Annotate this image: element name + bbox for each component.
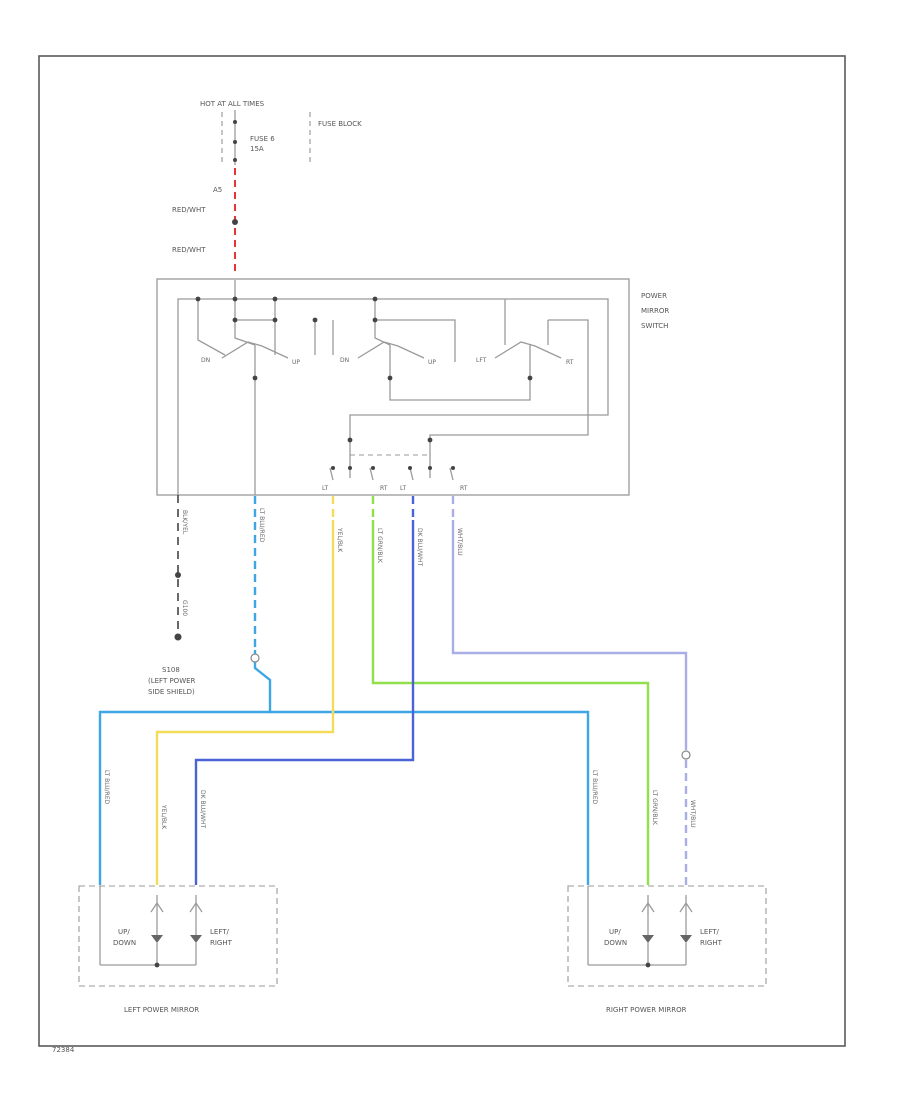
left-mirror-title: LEFT POWER MIRROR [124, 1006, 199, 1014]
diagram-frame [38, 55, 846, 1047]
splice-line3: SIDE SHIELD) [148, 688, 195, 696]
fuse-rating: 15A [250, 145, 264, 153]
wire-white: WHT/BLU [451, 496, 691, 885]
ground-wire-label: BLK/YEL [181, 510, 188, 535]
contact-up-1: UP [292, 359, 300, 366]
right-power-mirror: LT BLU/RED LT GRN/BLK WHT/BLU UP/ DOWN L… [567, 770, 767, 1014]
left-mirror-updown-1: UP/ [118, 928, 130, 936]
splice-id: S108 [162, 666, 180, 674]
left-power-mirror: LT BLU/RED YEL/BLK DK BLU/WHT UP/ DOWN L… [78, 770, 278, 1014]
left-mirror-lr-2: RIGHT [210, 939, 233, 947]
right-mirror-title: RIGHT POWER MIRROR [606, 1006, 687, 1014]
contact-dn-1: DN [201, 357, 210, 364]
splice-line2: (LEFT POWER [148, 677, 196, 685]
left-mirror-wire-a: LT BLU/RED [103, 770, 110, 805]
ground-circuit: BLK/YEL G100 [174, 495, 188, 641]
wire-green: LT GRN/BLK [371, 496, 650, 885]
contact-rt: RT [566, 359, 574, 366]
switch-out-lt-2: LT [400, 485, 407, 492]
switch-out-lt: LT [322, 485, 329, 492]
green-wire-label: LT GRN/BLK [376, 528, 383, 564]
switch-out-rt: RT [380, 485, 388, 492]
lt-blue-wire-label: LT BLU/RED [258, 508, 265, 543]
contact-dn-2: DN [340, 357, 349, 364]
switch-title-1: POWER [641, 292, 667, 300]
right-mirror-updown-2: DOWN [604, 939, 627, 947]
contact-lft: LFT [476, 357, 487, 364]
fuse-label: FUSE 6 [250, 135, 275, 143]
yellow-wire-label: YEL/BLK [336, 527, 343, 553]
right-mirror-updown-1: UP/ [609, 928, 621, 936]
feed-wire-label-1: RED/WHT [172, 206, 206, 214]
right-mirror-wire-c: WHT/BLU [689, 800, 696, 828]
right-mirror-lr-1: LEFT/ [700, 928, 720, 936]
switch-title-2: MIRROR [641, 307, 669, 315]
power-mirror-switch: POWER MIRROR SWITCH DN UP [156, 278, 669, 496]
splice-s108: S108 (LEFT POWER SIDE SHIELD) [148, 666, 196, 696]
wire-dk-blue: DK BLU/WHT [194, 496, 423, 885]
wire-lt-blue: LT BLU/RED [98, 496, 590, 885]
left-mirror-updown-2: DOWN [113, 939, 136, 947]
left-mirror-wire-c: DK BLU/WHT [199, 790, 206, 828]
fuse-block-label: FUSE BLOCK [318, 120, 362, 128]
dk-blue-wire-label: DK BLU/WHT [416, 528, 423, 566]
fuse-block: HOT AT ALL TIMES FUSE 6 15A FUSE BLOCK [200, 100, 362, 165]
left-mirror-lr-1: LEFT/ [210, 928, 230, 936]
switch-title-3: SWITCH [641, 322, 668, 330]
feed-wire: A5 RED/WHT RED/WHT [172, 168, 238, 272]
ground-ref-label: G100 [181, 600, 188, 616]
right-mirror-wire-a: LT BLU/RED [591, 770, 598, 805]
switch-out-rt-2: RT [460, 485, 468, 492]
right-mirror-wire-b: LT GRN/BLK [651, 790, 658, 826]
connector-a5-label: A5 [213, 186, 222, 194]
figure-id: 72384 [52, 1046, 75, 1054]
right-mirror-lr-2: RIGHT [700, 939, 723, 947]
left-mirror-wire-b: YEL/BLK [160, 804, 167, 830]
feed-wire-label-2: RED/WHT [172, 246, 206, 254]
hot-at-all-times-label: HOT AT ALL TIMES [200, 100, 265, 108]
contact-up-2: UP [428, 359, 436, 366]
white-wire-label: WHT/BLU [456, 528, 463, 556]
wire-yellow: YEL/BLK [155, 496, 343, 885]
